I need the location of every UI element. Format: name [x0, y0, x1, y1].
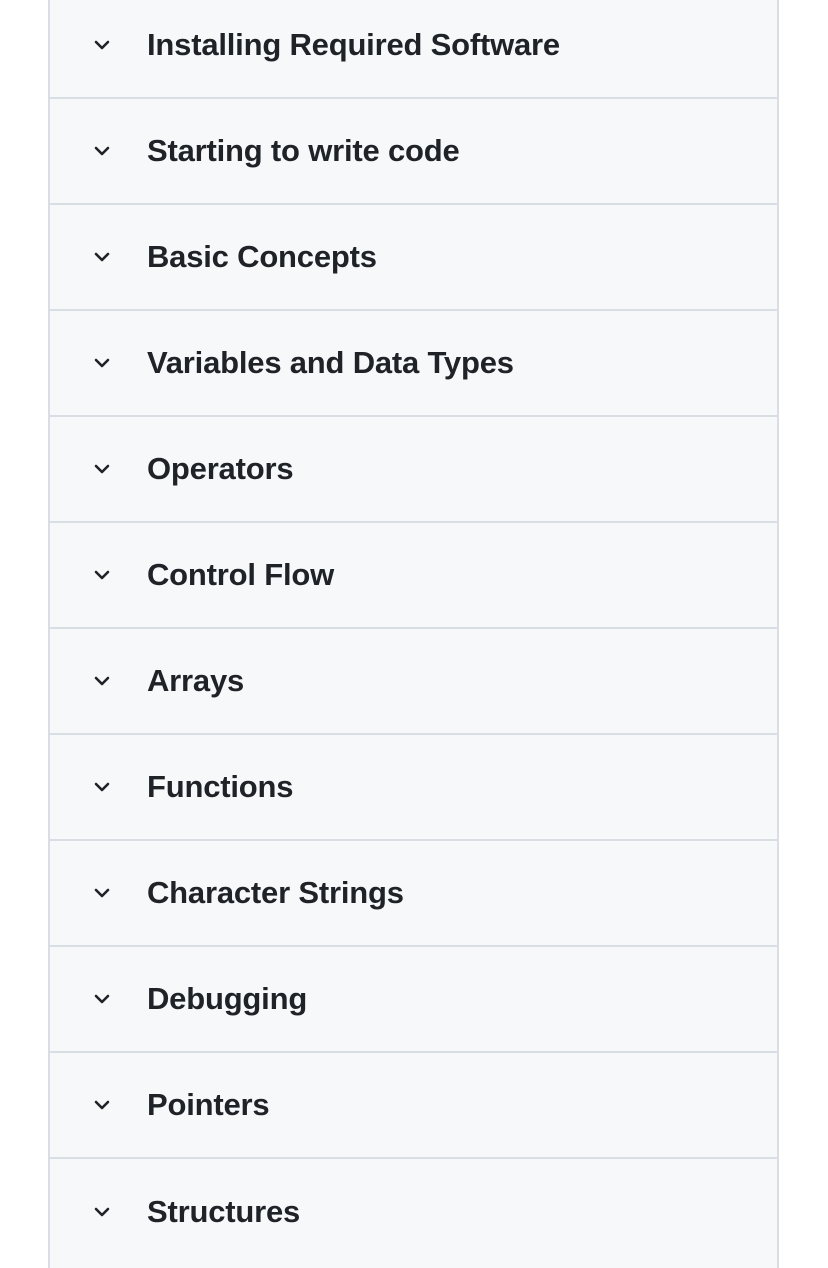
section-pointers[interactable]: Pointers	[50, 1053, 777, 1159]
section-functions[interactable]: Functions	[50, 735, 777, 841]
section-character-strings[interactable]: Character Strings	[50, 841, 777, 947]
section-title: Pointers	[147, 1087, 270, 1122]
chevron-down-icon[interactable]	[91, 776, 113, 798]
chevron-down-icon[interactable]	[91, 246, 113, 268]
chevron-down-icon[interactable]	[91, 882, 113, 904]
chevron-down-icon[interactable]	[91, 1094, 113, 1116]
section-structures[interactable]: Structures	[50, 1159, 777, 1265]
section-title: Control Flow	[147, 557, 335, 592]
section-title: Debugging	[147, 981, 308, 1016]
section-arrays[interactable]: Arrays	[50, 629, 777, 735]
section-title: Variables and Data Types	[147, 345, 514, 380]
section-title: Operators	[147, 451, 294, 486]
section-control-flow[interactable]: Control Flow	[50, 523, 777, 629]
chevron-down-icon[interactable]	[91, 564, 113, 586]
chevron-down-icon[interactable]	[91, 140, 113, 162]
chevron-down-icon[interactable]	[91, 988, 113, 1010]
section-title: Character Strings	[147, 875, 404, 910]
chevron-down-icon[interactable]	[91, 352, 113, 374]
section-title: Basic Concepts	[147, 239, 377, 274]
section-title: Structures	[147, 1194, 301, 1229]
chevron-down-icon[interactable]	[91, 458, 113, 480]
section-variables-and-data-types[interactable]: Variables and Data Types	[50, 311, 777, 417]
section-title: Arrays	[147, 663, 245, 698]
section-starting-to-write-code[interactable]: Starting to write code	[50, 99, 777, 205]
section-debugging[interactable]: Debugging	[50, 947, 777, 1053]
chevron-down-icon[interactable]	[91, 670, 113, 692]
section-operators[interactable]: Operators	[50, 417, 777, 523]
section-installing-required-software[interactable]: Installing Required Software	[50, 0, 777, 99]
section-basic-concepts[interactable]: Basic Concepts	[50, 205, 777, 311]
section-title: Starting to write code	[147, 133, 460, 168]
section-title: Installing Required Software	[147, 27, 560, 62]
course-outline-accordion: Installing Required Software Starting to…	[48, 0, 779, 1268]
chevron-down-icon[interactable]	[91, 1201, 113, 1223]
chevron-down-icon[interactable]	[91, 34, 113, 56]
section-title: Functions	[147, 769, 294, 804]
